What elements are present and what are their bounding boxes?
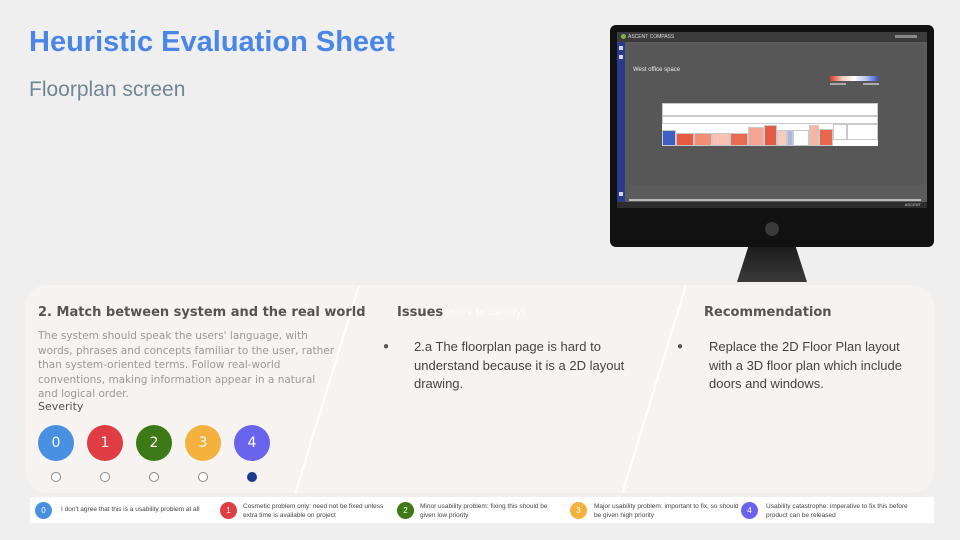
severity-2-badge: 2 [136, 425, 172, 461]
legend-3-text: Major usability problem: important to fi… [594, 503, 739, 519]
floor-room [662, 116, 878, 124]
issue-bullet: ● [383, 341, 390, 352]
apple-logo-icon [765, 222, 779, 236]
app-logo-icon [621, 34, 626, 39]
sidebar-settings-icon [619, 192, 623, 196]
legend-4-text: Usability catastrophe: imperative to fix… [766, 503, 908, 519]
legend-2-text: Minor usability problem: fixing this sho… [420, 503, 548, 519]
severity-3-radio[interactable] [198, 472, 208, 482]
app-brand: ASCENT COMPASS [628, 34, 675, 40]
heuristic-title: 2. Match between system and the real wor… [38, 305, 366, 320]
evaluation-card: 2. Match between system and the real wor… [25, 285, 934, 493]
floor-room [712, 133, 730, 146]
floor-room [809, 125, 819, 146]
issues-heading-note: (more to identify) [446, 308, 525, 318]
app-screenshot: ASCENT COMPASS West office space [617, 32, 927, 208]
recommendation-bullet: ● [677, 341, 684, 352]
floor-title: West office space [633, 67, 681, 73]
legend-1-badge: 1 [220, 502, 237, 519]
sidebar-map-icon [619, 55, 623, 59]
floor-room [819, 129, 833, 146]
floor-room [777, 130, 787, 146]
severity-0-badge: 0 [38, 425, 74, 461]
severity-label: Severity [38, 400, 84, 413]
floorplan [662, 103, 878, 146]
app-top-bar: ASCENT COMPASS [617, 32, 927, 42]
floor-room [748, 127, 764, 146]
severity-4-radio[interactable] [247, 472, 257, 482]
page-subtitle: Floorplan screen [29, 78, 186, 101]
legend-4-badge: 4 [741, 502, 758, 519]
floor-room [793, 130, 809, 146]
legend-0-badge: 0 [35, 502, 52, 519]
issues-heading: Issues [397, 305, 444, 320]
heuristic-description: The system should speak the users' langu… [38, 330, 335, 400]
recommendation-item: Replace the 2D Floor Plan layout with a … [709, 339, 902, 391]
floor-room [833, 124, 847, 140]
recommendation-heading: Recommendation [704, 305, 832, 320]
severity-legend: 0 I don't agree that this is a usability… [30, 497, 934, 523]
issue-item: 2.a The floorplan page is hard to unders… [414, 339, 625, 391]
floor-room [662, 130, 676, 146]
legend-3-badge: 3 [570, 502, 587, 519]
severity-0-radio[interactable] [51, 472, 61, 482]
app-horizontal-scrollbar [629, 199, 921, 201]
severity-3-badge: 3 [185, 425, 221, 461]
floor-room [847, 124, 878, 140]
monitor-stand [737, 247, 807, 282]
sidebar-menu-icon [619, 46, 623, 50]
legend-0-text: I don't agree that this is a usability p… [61, 506, 200, 513]
severity-2-radio[interactable] [149, 472, 159, 482]
legend-1-text: Cosmetic problem only: need not be fixed… [243, 503, 384, 519]
floor-room [787, 130, 793, 146]
app-footer-brand: ASCENT [904, 202, 921, 207]
heat-legend [830, 76, 878, 81]
floor-room [676, 133, 694, 146]
legend-2-badge: 2 [397, 502, 414, 519]
monitor-mockup: ASCENT COMPASS West office space [610, 25, 934, 247]
page-title: Heuristic Evaluation Sheet [29, 26, 395, 58]
floor-room [730, 133, 748, 146]
heat-legend-low [830, 83, 846, 85]
app-sidebar [617, 42, 625, 208]
severity-1-badge: 1 [87, 425, 123, 461]
app-footer: ASCENT [617, 202, 927, 208]
heat-legend-high [863, 83, 879, 85]
app-user-menu [895, 35, 917, 38]
severity-4-badge: 4 [234, 425, 270, 461]
floor-room [694, 133, 712, 146]
floor-room [764, 125, 777, 146]
severity-1-radio[interactable] [100, 472, 110, 482]
floor-room [662, 103, 878, 116]
